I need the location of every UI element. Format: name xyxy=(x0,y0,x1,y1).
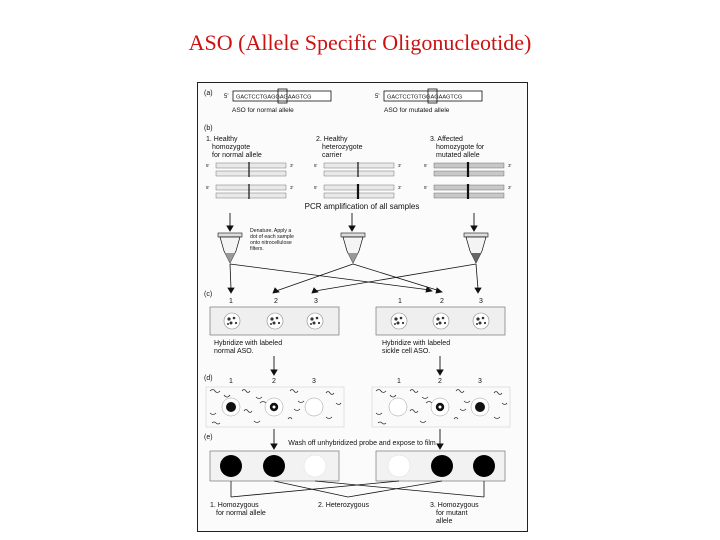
result-2-heterozygous: 2. Heterozygous xyxy=(318,502,369,509)
panel-d-label: (d) xyxy=(204,375,213,382)
svg-text:for mutant: for mutant xyxy=(436,510,468,517)
svg-text:Denature. Apply a: Denature. Apply a xyxy=(250,228,291,234)
panel-c-numbers: 1 2 3 1 2 3 xyxy=(229,298,483,305)
sample-tube-2 xyxy=(340,232,366,264)
sample-tube-1 xyxy=(217,232,243,264)
svg-text:3': 3' xyxy=(508,163,512,168)
svg-text:2: 2 xyxy=(440,298,444,305)
svg-text:3. Homozygous: 3. Homozygous xyxy=(430,502,479,509)
dna-duplex-group-1: 5' 3' 5' 3' xyxy=(206,162,294,199)
svg-text:1. Healthy: 1. Healthy xyxy=(206,136,238,143)
filter-right xyxy=(375,306,506,336)
svg-text:mutated allele: mutated allele xyxy=(436,152,480,159)
normal-aso-caption: ASO for normal allele xyxy=(232,107,294,114)
denature-note: Denature. Apply a dot of each sample ont… xyxy=(250,228,294,252)
svg-text:for normal allele: for normal allele xyxy=(212,152,262,159)
mutant-aso-box xyxy=(383,90,483,102)
probe-filter-left xyxy=(205,386,345,428)
svg-text:5': 5' xyxy=(314,163,318,168)
normal-snp-marker xyxy=(277,88,288,104)
svg-text:3': 3' xyxy=(398,163,402,168)
result-connector-lines xyxy=(230,480,485,498)
svg-text:homozygote: homozygote xyxy=(212,144,250,151)
probe-filter-right xyxy=(371,386,511,428)
five-prime-mutant: 5' xyxy=(375,94,379,100)
dna-duplex-group-2: 5' 3' 5' 3' xyxy=(314,162,402,199)
panel-d-numbers: 1 2 3 1 2 3 xyxy=(229,378,482,385)
panel-c-label: (c) xyxy=(204,291,212,298)
svg-text:1: 1 xyxy=(398,298,402,305)
svg-text:allele: allele xyxy=(436,518,452,525)
mutant-snp-marker xyxy=(427,88,438,104)
wash-caption: Wash off unhybridized probe and expose t… xyxy=(288,440,436,447)
mutant-aso-caption: ASO for mutated allele xyxy=(384,107,450,114)
svg-text:3': 3' xyxy=(398,185,402,190)
svg-text:3': 3' xyxy=(290,163,294,168)
svg-text:3': 3' xyxy=(508,185,512,190)
genotype-group-1-title: 1. Healthy homozygote for normal allele xyxy=(206,136,262,159)
sample-tube-3 xyxy=(463,232,489,264)
five-prime-normal: 5' xyxy=(224,94,228,100)
film-right xyxy=(375,450,506,482)
svg-text:2: 2 xyxy=(274,298,278,305)
panel-b-label: (b) xyxy=(204,125,213,132)
hybridize-sickle-caption: Hybridize with labeled sickle cell ASO. xyxy=(382,340,450,355)
svg-text:Hybridize with labeled: Hybridize with labeled xyxy=(382,340,450,347)
svg-text:2: 2 xyxy=(438,378,442,385)
svg-text:3: 3 xyxy=(312,378,316,385)
svg-text:filters.: filters. xyxy=(250,246,264,252)
svg-text:5': 5' xyxy=(424,185,428,190)
svg-text:Hybridize with labeled: Hybridize with labeled xyxy=(214,340,282,347)
wash-arrows xyxy=(270,429,444,450)
svg-text:2: 2 xyxy=(272,378,276,385)
panel-e-label: (e) xyxy=(204,434,213,441)
result-3-homozygous-mutant: 3. Homozygous for mutant allele xyxy=(430,502,479,525)
svg-text:5': 5' xyxy=(424,163,428,168)
svg-text:1. Homozygous: 1. Homozygous xyxy=(210,502,259,509)
svg-text:1: 1 xyxy=(397,378,401,385)
svg-text:homozygote for: homozygote for xyxy=(436,144,485,151)
svg-text:dot of each sample: dot of each sample xyxy=(250,234,294,240)
svg-text:5': 5' xyxy=(206,163,210,168)
svg-text:normal ASO.: normal ASO. xyxy=(214,348,254,355)
svg-text:5': 5' xyxy=(314,185,318,190)
svg-text:1: 1 xyxy=(229,298,233,305)
hybridize-arrows xyxy=(270,356,444,376)
svg-text:2. Healthy: 2. Healthy xyxy=(316,136,348,143)
dna-duplex-group-3: 5' 3' 5' 3' xyxy=(424,162,512,199)
normal-aso-sequence: GACTCCTGAGGAGAAGTCG xyxy=(236,95,312,101)
svg-text:3: 3 xyxy=(478,378,482,385)
svg-text:heterozygote: heterozygote xyxy=(322,144,363,151)
aso-diagram: (a) 5' GACTCCTGAGGAGAAGTCG ASO for norma… xyxy=(204,88,512,525)
distribution-arrows xyxy=(227,263,482,294)
pcr-caption: PCR amplification of all samples xyxy=(305,202,420,211)
svg-text:carrier: carrier xyxy=(322,152,343,159)
svg-text:3. Affected: 3. Affected xyxy=(430,136,463,143)
mutant-aso-sequence: GACTCCTGTGGAGAAGTCG xyxy=(387,95,462,101)
svg-text:5': 5' xyxy=(206,185,210,190)
normal-aso-box xyxy=(232,90,332,102)
genotype-group-2-title: 2. Healthy heterozygote carrier xyxy=(316,136,363,159)
svg-text:3': 3' xyxy=(290,185,294,190)
result-1-homozygous-normal: 1. Homozygous for normal allele xyxy=(210,502,266,517)
panel-a-label: (a) xyxy=(204,90,213,97)
svg-text:2. Heterozygous: 2. Heterozygous xyxy=(318,502,369,509)
pcr-arrows xyxy=(226,213,478,232)
genotype-group-3-title: 3. Affected homozygote for mutated allel… xyxy=(430,136,485,159)
aso-figure: (a) 5' GACTCCTGAGGAGAAGTCG ASO for norma… xyxy=(197,82,528,532)
svg-text:1: 1 xyxy=(229,378,233,385)
svg-text:onto nitrocellulose: onto nitrocellulose xyxy=(250,240,292,246)
filter-left xyxy=(209,306,340,336)
slide-title: ASO (Allele Specific Oligonucleotide) xyxy=(188,30,532,55)
svg-text:for normal allele: for normal allele xyxy=(216,510,266,517)
svg-text:3: 3 xyxy=(314,298,318,305)
film-left xyxy=(209,450,340,482)
hybridize-normal-caption: Hybridize with labeled normal ASO. xyxy=(214,340,282,355)
svg-text:sickle cell ASO.: sickle cell ASO. xyxy=(382,348,430,355)
svg-text:3: 3 xyxy=(479,298,483,305)
